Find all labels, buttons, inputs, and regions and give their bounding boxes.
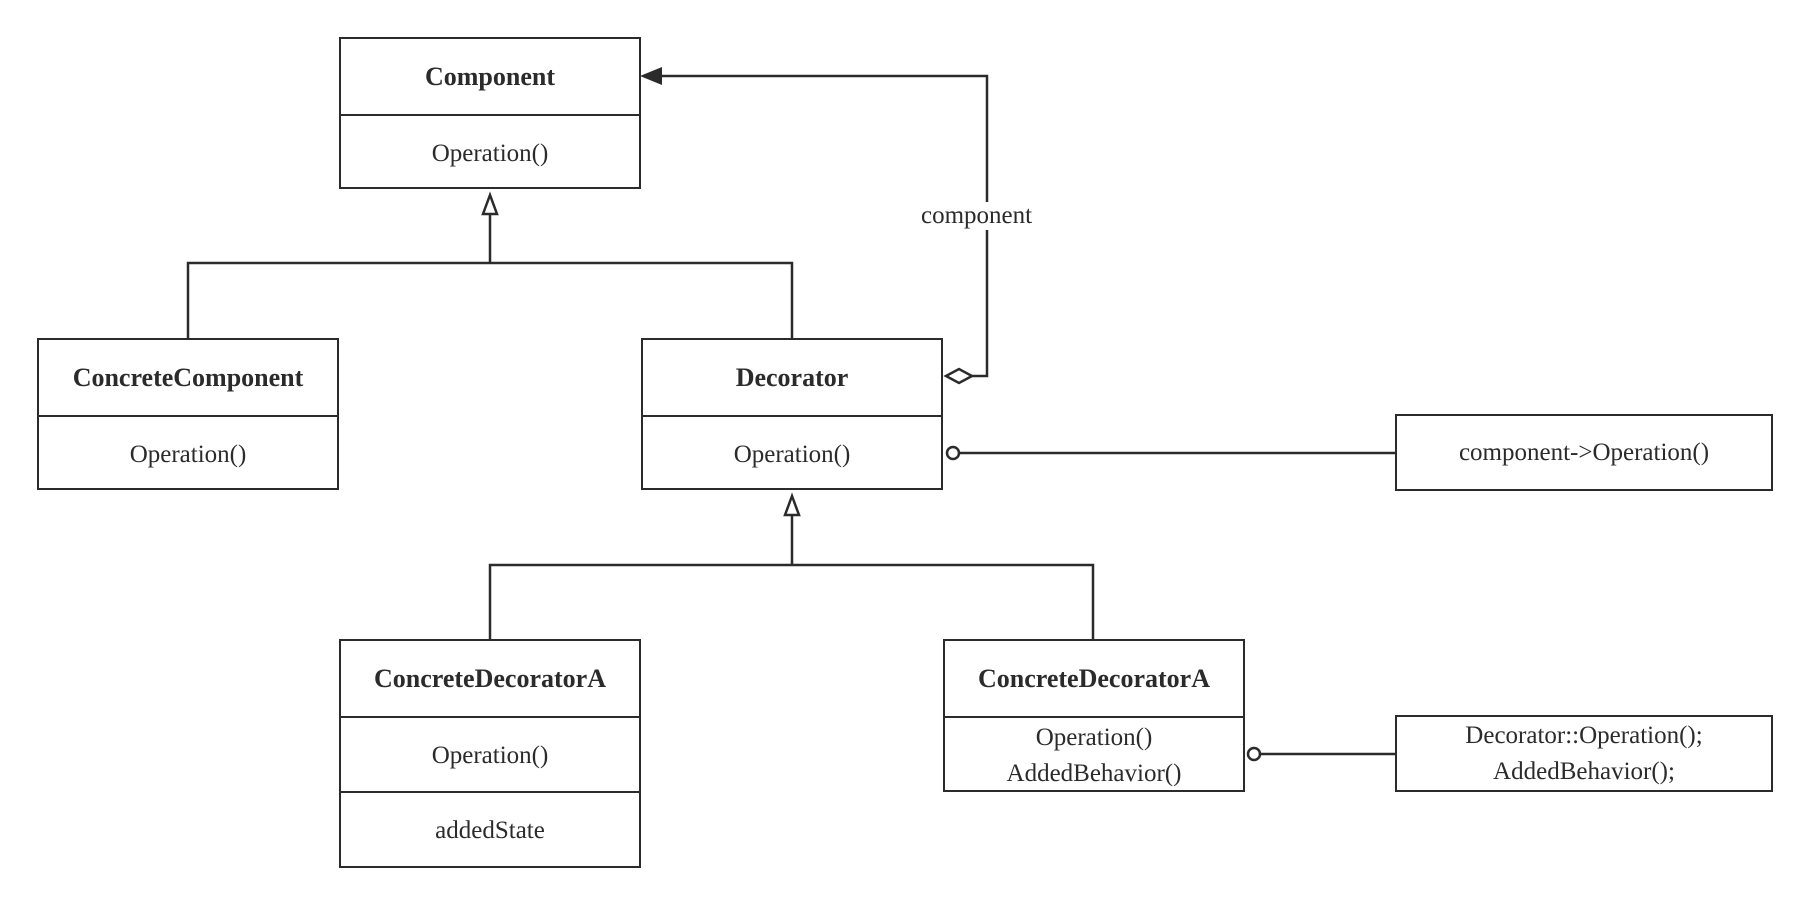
concrete-decorator-b-methods: Operation() AddedBehavior() [945,716,1243,793]
decorator-operation: Operation() [643,415,941,492]
aggregation-arrowhead [640,67,662,85]
concrete-decorator-b-class[interactable]: ConcreteDecoratorA Operation() AddedBeha… [943,639,1245,792]
decorator-b-note[interactable]: Decorator::Operation(); AddedBehavior(); [1395,715,1773,792]
decorator-b-note-line-2: AddedBehavior(); [1493,757,1675,785]
component-class[interactable]: Component Operation() [339,37,641,189]
generalization-decorator-line [488,514,1095,640]
decorator-b-note-line-1: Decorator::Operation(); [1465,721,1703,749]
decorator-class[interactable]: Decorator Operation() [641,338,943,490]
aggregation-diamond [943,367,975,385]
association-label: component [917,202,1037,230]
decorator-note-anchor [945,445,961,461]
decorator-b-note-text: Decorator::Operation(); AddedBehavior(); [1397,717,1771,790]
component-class-name: Component [424,61,555,91]
concrete-component-class-name: ConcreteComponent [72,362,304,392]
concrete-decorator-a-operation: Operation() [341,716,639,793]
concrete-component-operation: Operation() [39,415,337,492]
concrete-decorator-a-class[interactable]: ConcreteDecoratorA Operation() addedStat… [339,639,641,868]
decorator-note[interactable]: component->Operation() [1395,414,1773,491]
concrete-decorator-b-operation: Operation() [1035,723,1153,751]
concrete-decorator-b-added-behavior: AddedBehavior() [1006,759,1182,787]
concrete-decorator-a-added-state: addedState [341,791,639,868]
decorator-class-name: Decorator [735,362,849,392]
decorator-note-text: component->Operation() [1458,438,1710,466]
component-operation: Operation() [341,114,639,191]
generalization-decorator-arrowhead [783,492,801,517]
concrete-decorator-b-class-name: ConcreteDecoratorA [978,663,1210,693]
generalization-component-arrowhead [481,191,499,216]
concrete-component-class[interactable]: ConcreteComponent Operation() [37,338,339,490]
concrete-decorator-a-class-name: ConcreteDecoratorA [374,663,606,693]
generalization-component-line [186,213,794,339]
decorator-b-note-anchor [1246,746,1262,762]
